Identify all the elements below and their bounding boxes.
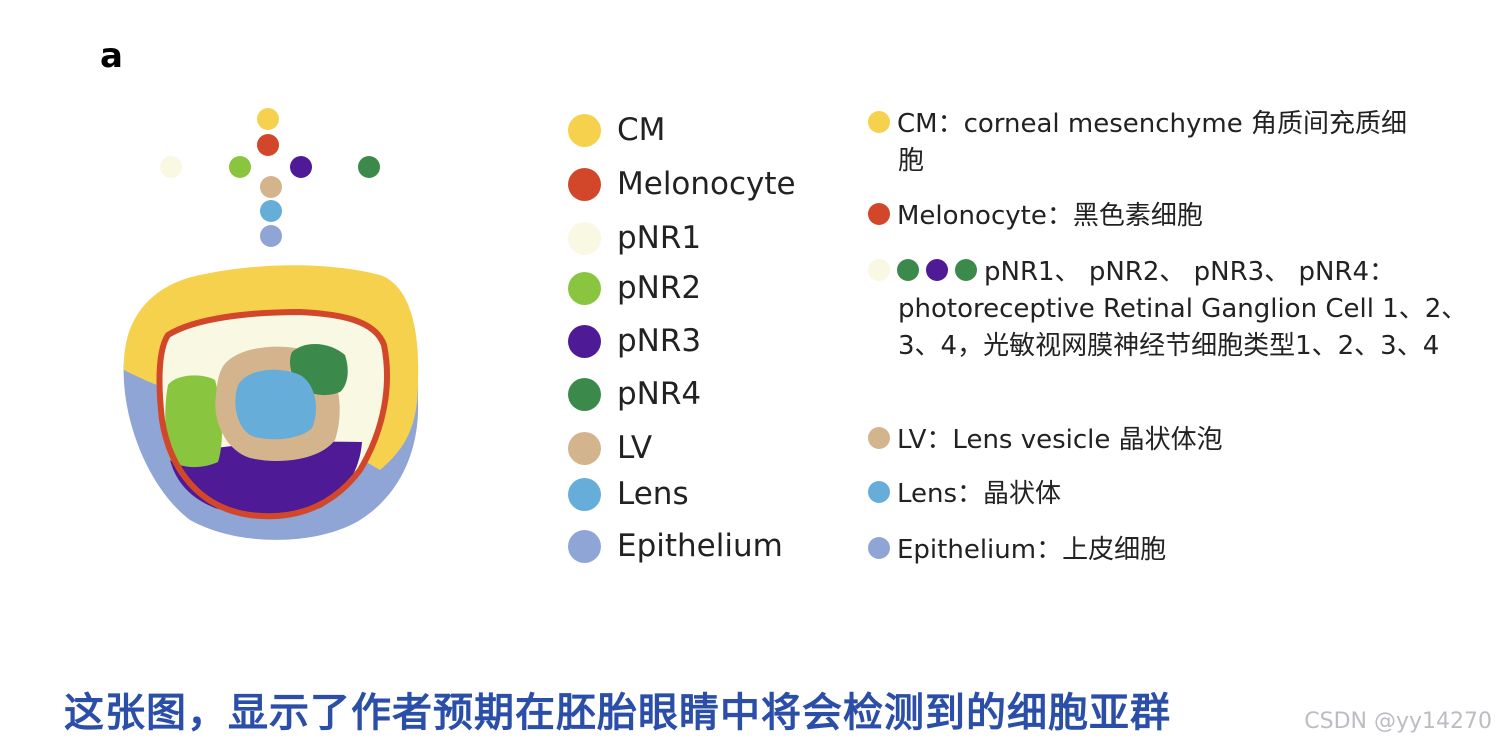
pnr2-dot [229, 156, 251, 178]
note-dot [868, 537, 890, 559]
legend-item-pnr1: pNR1 [568, 216, 701, 260]
lv-dot [260, 176, 282, 198]
pnr4-dot [358, 156, 380, 178]
lens-dot [260, 200, 282, 222]
cm-dot [257, 108, 279, 130]
legend-label: pNR4 [617, 376, 701, 412]
legend-dot [568, 272, 601, 305]
legend-dot [568, 478, 601, 511]
legend-item-lv: LV [568, 426, 652, 470]
legend-item-lens: Lens [568, 472, 689, 516]
pnr1-dot [160, 156, 182, 178]
note-dot [868, 111, 890, 133]
note-continuation: 胞 [868, 143, 1488, 180]
legend-label: pNR2 [617, 270, 701, 306]
watermark: CSDN @yy14270 [1304, 709, 1492, 734]
note-dot [868, 203, 890, 225]
epithelium-dot [260, 225, 282, 247]
legend-label: Lens [617, 476, 689, 512]
legend-label: pNR1 [617, 220, 701, 256]
note-continuation: photoreceptive Retinal Ganglion Cell 1、2… [868, 291, 1488, 365]
note-dot [897, 259, 919, 281]
note-text: pNR1、 pNR2、 pNR3、 pNR4： [984, 257, 1395, 287]
legend-label: Epithelium [617, 528, 783, 564]
legend-label: CM [617, 112, 665, 148]
legend-dot [568, 432, 601, 465]
caption: 这张图，显示了作者预期在胚胎眼睛中将会检测到的细胞亚群 [64, 680, 1171, 738]
note-text: Lens：晶状体 [897, 479, 1061, 509]
note-text: LV：Lens vesicle 晶状体泡 [897, 425, 1223, 455]
legend-item-pnr2: pNR2 [568, 266, 701, 310]
legend-dot [568, 114, 601, 147]
legend-dot [568, 168, 601, 201]
legend-item-melonocyte: Melonocyte [568, 162, 796, 206]
legend-label: LV [617, 430, 652, 466]
legend-item-epithelium: Epithelium [568, 524, 783, 568]
pnr3-dot [290, 156, 312, 178]
note-dot [868, 259, 890, 281]
legend-item-pnr3: pNR3 [568, 319, 701, 363]
lens-region [235, 370, 316, 440]
legend-label: pNR3 [617, 323, 701, 359]
legend-dot [568, 530, 601, 563]
legend-dot [568, 378, 601, 411]
eye-diagram [0, 0, 560, 600]
note-text: CM：corneal mesenchyme 角质间充质细 [897, 109, 1407, 139]
note-pnr: pNR1、 pNR2、 pNR3、 pNR4： photoreceptive R… [868, 254, 1488, 365]
note-lens: Lens：晶状体 [868, 476, 1488, 513]
note-lv: LV：Lens vesicle 晶状体泡 [868, 422, 1488, 459]
legend-item-pnr4: pNR4 [568, 372, 701, 416]
note-dot [926, 259, 948, 281]
melonocyte-dot [257, 134, 279, 156]
note-dot [955, 259, 977, 281]
note-melonocyte: Melonocyte：黑色素细胞 [868, 198, 1488, 235]
note-cm: CM：corneal mesenchyme 角质间充质细 胞 [868, 106, 1488, 180]
legend-item-cm: CM [568, 108, 665, 152]
note-dot [868, 427, 890, 449]
note-text: Epithelium：上皮细胞 [897, 535, 1166, 565]
note-epithelium: Epithelium：上皮细胞 [868, 532, 1488, 569]
note-text: Melonocyte：黑色素细胞 [897, 201, 1203, 231]
legend-label: Melonocyte [617, 166, 796, 202]
legend-dot [568, 325, 601, 358]
note-dot [868, 481, 890, 503]
legend-dot [568, 222, 601, 255]
